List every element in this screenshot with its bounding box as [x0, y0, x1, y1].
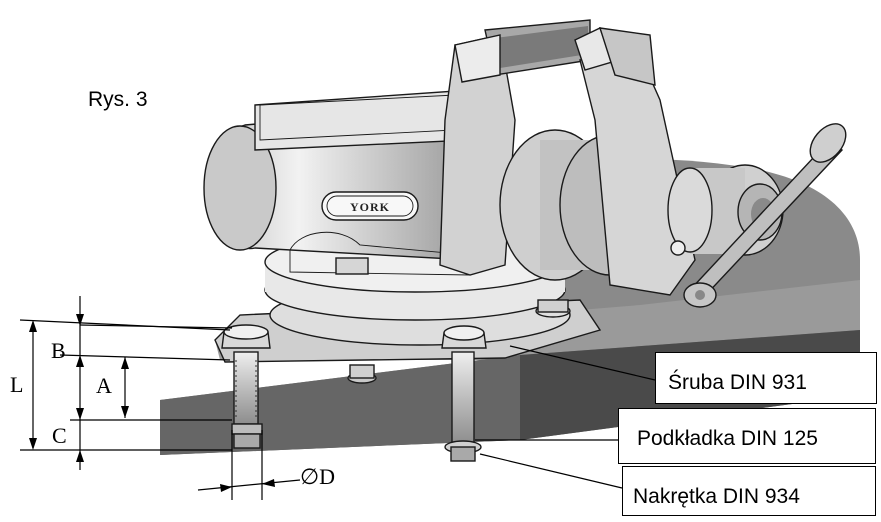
callout-screw-box: Śruba DIN 931	[655, 352, 877, 404]
figure-caption: Rys. 3	[88, 88, 148, 111]
leader-nut	[479, 453, 623, 489]
callout-washer-box: Podkładka DIN 125	[618, 408, 876, 464]
mounting-bolt-left	[221, 324, 271, 449]
callout-nut-box: Nakrętka DIN 934	[622, 466, 876, 516]
callout-washer-label: Podkładka DIN 125	[637, 427, 818, 450]
dim-label-B: B	[51, 338, 66, 363]
dim-label-D: ∅D	[300, 464, 335, 489]
callout-leaders	[475, 345, 656, 489]
dimensions: L B A C ∅D	[10, 296, 335, 500]
callout-nut-label: Nakrętka DIN 934	[633, 485, 800, 508]
dim-label-L: L	[10, 372, 23, 397]
mounting-bolt-right	[347, 299, 571, 462]
dim-label-A: A	[96, 373, 112, 398]
callout-screw-label: Śruba DIN 931	[668, 371, 807, 394]
vise-base	[214, 231, 602, 363]
leader-screw	[509, 345, 656, 381]
vise-body: YORK	[203, 89, 471, 276]
brand-plate-text: YORK	[350, 200, 390, 214]
handle-bar	[683, 123, 847, 308]
fixed-jaw	[439, 19, 591, 276]
dim-label-C: C	[52, 423, 67, 448]
